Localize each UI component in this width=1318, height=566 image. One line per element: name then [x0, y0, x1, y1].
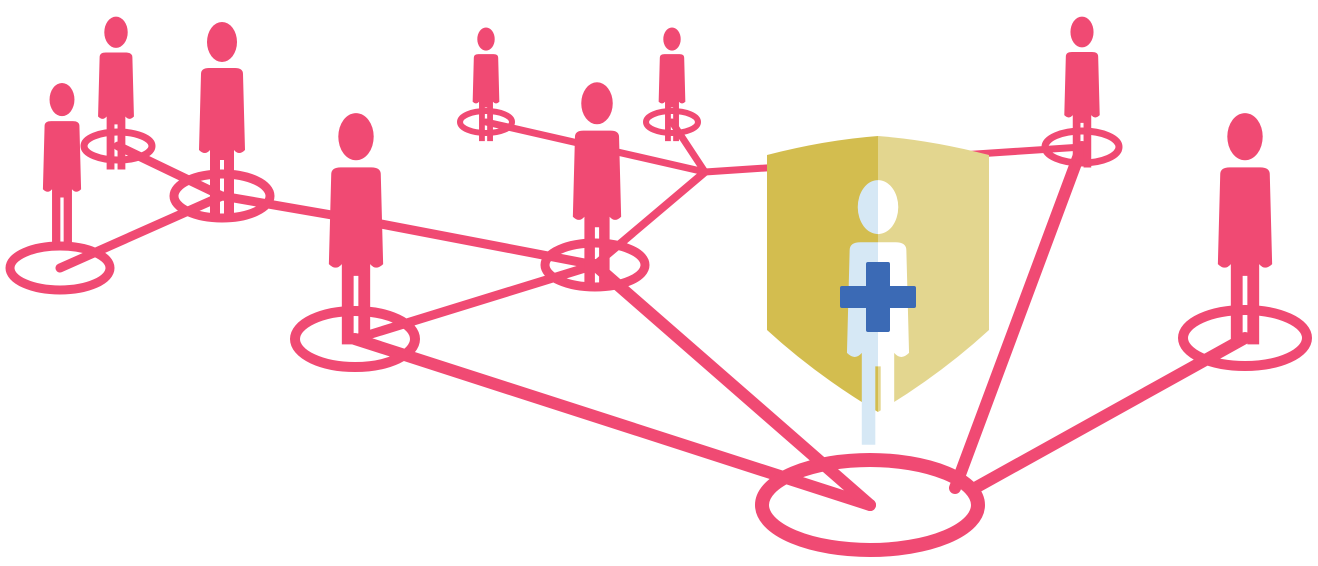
person-icon [472, 27, 500, 142]
person-icon [42, 82, 82, 246]
person-icon [1217, 113, 1273, 345]
network-edge [350, 214, 600, 270]
network-node-ring [1041, 127, 1123, 167]
person-icon [199, 22, 245, 218]
network-edge [949, 141, 1088, 494]
person-icon [658, 27, 686, 142]
network-node-ring [1178, 305, 1312, 371]
network-node-ring [457, 108, 515, 136]
network-node-ring [755, 453, 985, 557]
person-icon [1064, 16, 1100, 168]
network-node-ring [5, 241, 115, 295]
network-edge [969, 332, 1251, 494]
person-icon [328, 113, 384, 345]
network-edge [55, 191, 227, 273]
network-node-rings [5, 108, 1312, 557]
network-node-ring [540, 238, 650, 292]
network-people [42, 16, 1273, 345]
person-icon [98, 16, 134, 170]
network-edge [113, 141, 227, 201]
network-node-ring [643, 108, 701, 136]
network-node-ring [290, 306, 420, 372]
protected-person-group [767, 136, 989, 445]
person-icon [572, 82, 622, 289]
network-edge [591, 168, 709, 269]
network-node-ring [169, 169, 275, 223]
medical-cross-icon [840, 262, 916, 332]
